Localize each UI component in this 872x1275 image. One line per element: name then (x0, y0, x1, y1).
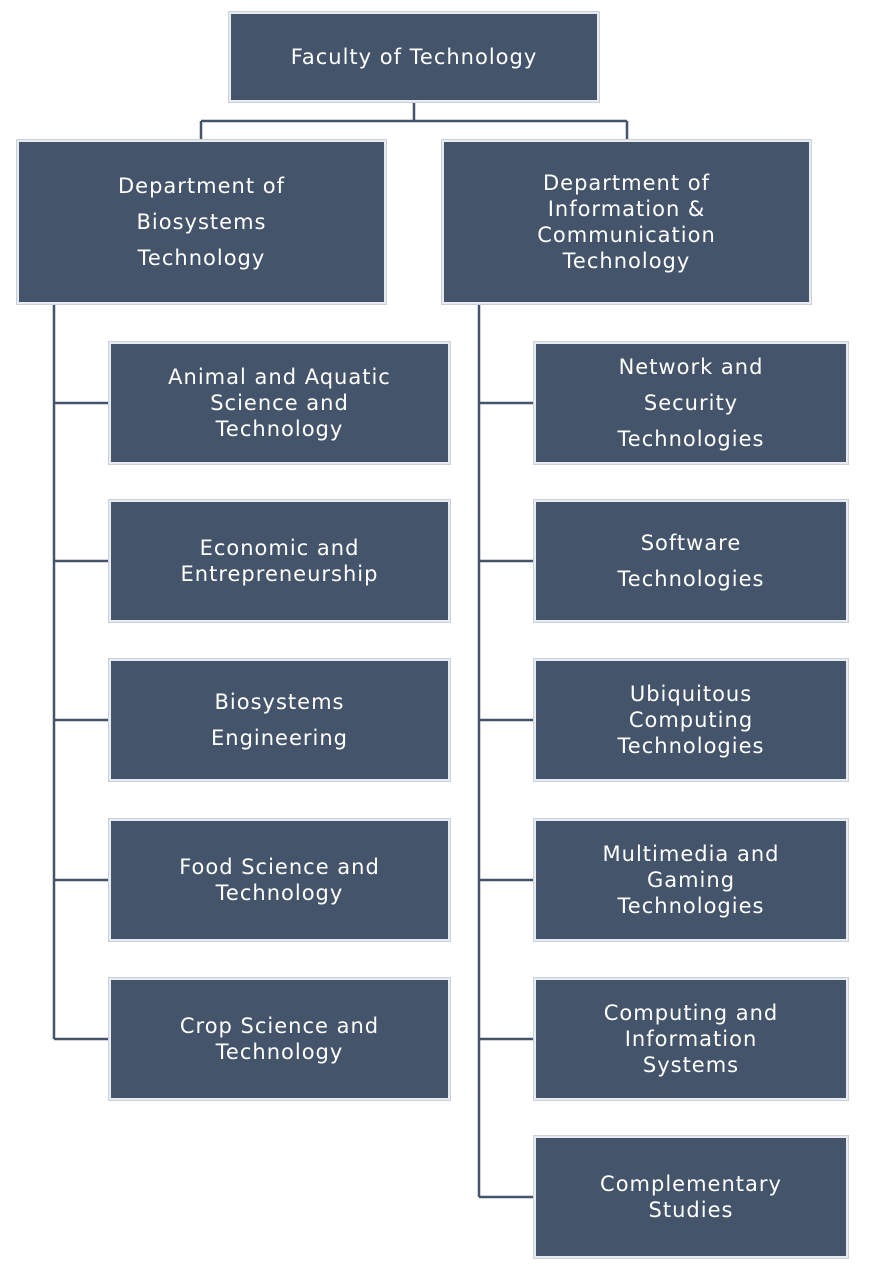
program-label: Complementary Studies (600, 1172, 782, 1222)
program-label: Crop Science and Technology (179, 1014, 380, 1064)
program-box-network-security: Network and Security Technologies (534, 342, 848, 464)
faculty-label: Faculty of Technology (290, 45, 538, 69)
program-box-ubiquitous: Ubiquitous Computing Technologies (534, 659, 848, 781)
program-box-computing-information: Computing and Information Systems (534, 978, 848, 1100)
program-label: Multimedia and Gaming Technologies (602, 842, 780, 918)
program-box-economic: Economic and Entrepreneurship (109, 500, 450, 622)
program-box-biosystems-engineering: Biosystems Engineering (109, 659, 450, 781)
program-label: Ubiquitous Computing Technologies (617, 682, 765, 758)
program-label: Computing and Information Systems (603, 1001, 779, 1077)
department-box-ict: Department of Information & Communicatio… (442, 140, 811, 304)
program-box-complementary: Complementary Studies (534, 1136, 848, 1258)
program-box-software: Software Technologies (534, 500, 848, 622)
department-label-biosystems: Department of Biosystems Technology (118, 174, 285, 270)
program-label: Biosystems Engineering (211, 690, 348, 750)
program-label: Animal and Aquatic Science and Technolog… (168, 365, 391, 441)
program-box-food-science: Food Science and Technology (109, 819, 450, 941)
program-label: Food Science and Technology (179, 855, 380, 905)
department-label-ict: Department of Information & Communicatio… (537, 171, 716, 273)
program-label: Software Technologies (617, 531, 765, 591)
program-box-multimedia-gaming: Multimedia and Gaming Technologies (534, 819, 848, 941)
department-box-biosystems: Department of Biosystems Technology (17, 140, 386, 304)
program-box-animal-aquatic: Animal and Aquatic Science and Technolog… (109, 342, 450, 464)
program-box-crop-science: Crop Science and Technology (109, 978, 450, 1100)
faculty-box: Faculty of Technology (229, 12, 599, 102)
program-label: Network and Security Technologies (617, 355, 765, 451)
program-label: Economic and Entrepreneurship (180, 536, 379, 586)
